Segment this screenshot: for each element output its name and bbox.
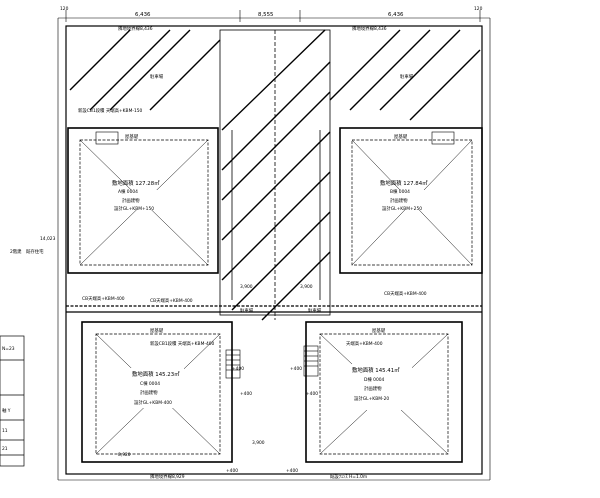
lot-c-no: C棟 0004 (140, 380, 160, 387)
parking-label-2: 駐車場 (400, 73, 414, 80)
dimension-frame (57, 10, 491, 481)
lot-a-gl: 設計GL+KBM+150 (114, 205, 154, 212)
level-3: +400 (232, 366, 244, 372)
level-1: +400 (240, 391, 252, 397)
lot-b-title: 屋基礎 (394, 133, 408, 140)
lot-c (81, 321, 233, 463)
lot-d-gl: 設計GL+KBM-20 (354, 395, 389, 402)
title-block-n: N=23 (2, 346, 15, 352)
road-dim-1: 3,900 (240, 284, 253, 290)
lot-b-gl: 設計GL+KBM+250 (382, 205, 422, 212)
level-5: +400 (226, 468, 238, 474)
bottom-boundary-right: 既設ﾌｪﾝｽ H=1.0m (330, 473, 367, 480)
lot-a-plan: 計画建物 (122, 197, 140, 204)
title-block-21: 21 (2, 446, 8, 452)
top-dim-mid: 8,555 (258, 12, 273, 18)
right-dim-top: 120 (474, 6, 483, 12)
parking-label-4: 駐車場 (308, 307, 322, 314)
site-boundary (65, 25, 483, 475)
top-dim-right: 6,436 (388, 12, 404, 18)
lot-c-plan: 計画建物 (140, 389, 158, 396)
hatched-driveway (69, 29, 481, 321)
level-2: +400 (306, 391, 318, 397)
top-boundary-right: 隣地境界線8,436 (352, 25, 387, 32)
lot-d (305, 321, 463, 463)
central-road (219, 29, 331, 320)
level-4: +400 (290, 366, 302, 372)
lot-a-area: 敷地面積 127.28㎡ (112, 179, 160, 187)
top-boundary-left: 隣地境界線8,436 (118, 25, 153, 32)
lot-b-plan: 計画建物 (390, 197, 408, 204)
entry-steps (95, 131, 455, 379)
lot-d-note: 天端高+KBM-400 (346, 340, 383, 347)
lot-d-title: 屋基礎 (372, 327, 386, 334)
lot-b-area: 敷地面積 127.84㎡ (380, 179, 428, 187)
cb-label-2: CB天端高+KBM-400 (82, 295, 125, 302)
lot-a-no: A棟 0004 (118, 188, 138, 195)
title-block (0, 335, 25, 467)
cb-label-3: CB天端高+KBM-400 (150, 297, 193, 304)
left-dim-main: 14,023 (40, 236, 56, 242)
title-block-axis: 軸 Y (2, 407, 11, 414)
bottom-boundary-left: 隣地境界線8,929 (150, 473, 185, 480)
parking-label-3: 駐車場 (240, 307, 254, 314)
top-dim-left: 6,436 (135, 12, 151, 18)
parking-label-1: 駐車場 (150, 73, 164, 80)
left-dim-top: 120 (60, 6, 69, 12)
road-dim-2: 3,900 (300, 284, 313, 290)
lot-b (339, 127, 483, 274)
cb-label-1: CB天端高+KBM-400 (384, 290, 427, 297)
existing-house-label: 2階建 既存住宅 (10, 248, 44, 255)
title-block-11: 11 (2, 428, 8, 434)
lot-c-area: 敷地面積 145.23㎡ (132, 370, 180, 378)
level-6: +400 (286, 468, 298, 474)
lot-c-gl: 設計GL+KBM-400 (134, 399, 172, 406)
lot-d-area: 敷地面積 145.41㎡ (352, 366, 400, 374)
lot-a-title: 屋基礎 (125, 133, 139, 140)
lot-a-note: 新設CB1段積 天端高+KBM-150 (78, 107, 143, 114)
lot-c-note: 新設CB1段積 天端高+KBM-400 (150, 340, 215, 347)
lot-b-no: B棟 0004 (390, 188, 410, 195)
lot-c-title: 屋基礎 (150, 327, 164, 334)
lot-d-no: D棟 0004 (364, 376, 385, 383)
road-dim-3: 3,900 (252, 440, 265, 446)
lot-a (67, 127, 219, 274)
area-row: 8,920 (118, 452, 131, 458)
lot-d-plan: 計画建物 (364, 385, 382, 392)
